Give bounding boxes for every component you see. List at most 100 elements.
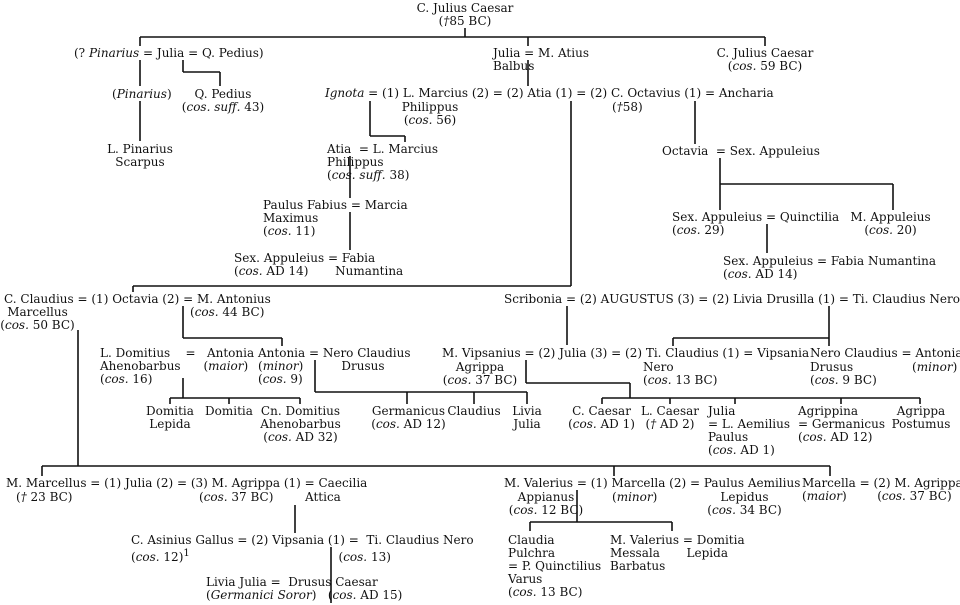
- domitius-antonia-maior-line: (cos. 16): [100, 372, 153, 386]
- caesar-head-line: C. Julius Caesar: [416, 1, 514, 15]
- atia-philippus-line: Atia = L. Marcius: [327, 142, 438, 156]
- drusus-antonia-line: Nero Claudius = Antonia: [810, 346, 960, 360]
- julia-atius-line: Balbus: [493, 59, 535, 73]
- atia-philippus-line: Philippus: [327, 155, 384, 169]
- marcella-maior-agrippa-node: Marcella = (2) M. Agrippa(maior) (cos. 3…: [802, 477, 960, 503]
- agrippa-postumus-line: Postumus: [891, 417, 951, 431]
- julia-atius-line: Julia = M. Atius: [493, 46, 589, 60]
- livia-julia-line: Livia: [512, 404, 542, 418]
- paulus-marcia-line: Maximus: [263, 211, 319, 225]
- agrippa-cos37-mid-line: (cos. 37 BC): [199, 490, 274, 504]
- germanicus-line: Germanicus: [371, 404, 446, 418]
- marcella-maior-agrippa-line: (maior) (cos. 37 BC): [802, 489, 952, 503]
- agrippa-lines-node: Agrippa(cos. 37 BC): [440, 361, 520, 387]
- agrippa-julia-tiberius-row-node: M. Vipsanius = (2) Julia (3) = (2) Ti. C…: [442, 347, 809, 360]
- messala-domitia-line: M. Valerius = Domitia: [610, 533, 745, 547]
- scribonia-augustus-livia-nero-line: Scribonia = (2) AUGUSTUS (3) = (2) Livia…: [504, 292, 960, 306]
- messala-domitia-line: Messala Lepida: [610, 546, 728, 560]
- sex-appuleius-fabia-left-line: Sex. Appuleius = Fabia: [234, 251, 376, 265]
- marcella-minor-line: (minor): [612, 490, 658, 504]
- octavius-death-line: (†58): [612, 100, 643, 114]
- claudia-pulchra-line: Pulchra: [508, 546, 555, 560]
- sex-appuleius-quinctilia-line: (cos. 29): [672, 223, 725, 237]
- agrippina-germanicus-node: Agrippina= Germanicus(cos. AD 12): [798, 405, 885, 444]
- domitius-antonia-maior-line: L. Domitius = Antonia: [100, 346, 255, 360]
- pinarius-paren-line: (Pinarius): [112, 87, 172, 101]
- claudius-node: Claudius: [444, 405, 504, 418]
- claudia-pulchra-line: (cos. 13 BC): [508, 585, 583, 599]
- octavius-death-node: (†58): [612, 101, 643, 114]
- caecilia-attica-line: Attica: [305, 490, 341, 504]
- sex-appuleius-fabia-left-line: (cos. AD 14) Numantina: [234, 264, 404, 278]
- paulus-lines-line: (cos. 34 BC): [707, 503, 782, 517]
- livia-julia-drusus-line: Livia Julia = Drusus Caesar: [206, 575, 378, 589]
- sex-appuleius-fabia-right-line: Sex. Appuleius = Fabia Numantina: [723, 254, 937, 268]
- m-appuleius-line: M. Appuleius: [850, 210, 931, 224]
- cn-domitius-line: Cn. Domitius: [260, 404, 341, 418]
- agrippa-lines-line: (cos. 37 BC): [442, 373, 518, 387]
- caesar-head-node: C. Julius Caesar(†85 BC): [405, 2, 525, 28]
- marcellus-octavia-antonius-line: C. Claudius = (1) Octavia (2) = M. Anton…: [4, 292, 271, 306]
- valerius-lines-line: Appianus: [517, 490, 575, 504]
- scribonia-augustus-row-node: Scribonia = (2) AUGUSTUS (3) = (2) Livia…: [504, 293, 960, 306]
- domitia-lepida-line: Domitia: [146, 404, 194, 418]
- sex-appuleius-quinctilia-line: Sex. Appuleius = Quinctilia: [672, 210, 840, 224]
- marcellus-cos50-line: Marcellus: [7, 305, 68, 319]
- pinarius-julia-pedius-line: (? Pinarius = Julia = Q. Pedius): [74, 46, 264, 60]
- agrippa-cos37-mid-node: (cos. 37 BC): [199, 491, 273, 504]
- l-pinarius-line: Scarpus: [115, 155, 165, 169]
- antonia-minor-drusus-line: (minor) Drusus: [258, 359, 385, 373]
- marcella-maior-agrippa-line: Marcella = (2) M. Agrippa: [802, 476, 960, 490]
- agrippina-germanicus-line: (cos. AD 12): [798, 430, 873, 444]
- valerius-marcella-paulus-node: M. Valerius = (1) Marcella (2) = Paulus …: [504, 477, 800, 490]
- marcellus-julia-agrippa-caecilia-line: M. Marcellus = (1) Julia (2) = (3) M. Ag…: [6, 476, 368, 490]
- germanicus-line: (cos. AD 12): [371, 417, 446, 431]
- paulus-marcia-line: Paulus Fabius = Marcia: [263, 198, 408, 212]
- julia-paulus-line: = L. Aemilius: [708, 417, 791, 431]
- domitia-node: Domitia: [204, 405, 254, 418]
- marcellus-cos50-line: (cos. 50 BC): [0, 318, 75, 332]
- q-pedius-line: (cos. suff. 43): [181, 100, 265, 114]
- antonia-minor-right-line: (minor): [912, 360, 958, 374]
- ignota-philippus-atia-octavius-ancharia-line: Ignota = (1) L. Marcius (2) = (2) Atia (…: [325, 86, 774, 100]
- m-appuleius-node: M. Appuleius(cos. 20): [848, 211, 933, 237]
- paulus-lines-node: Lepidus(cos. 34 BC): [702, 491, 787, 517]
- claudius-line: Claudius: [447, 404, 501, 418]
- gallus-vipsania-nero-node: C. Asinius Gallus = (2) Vipsania (1) = T…: [131, 534, 474, 564]
- livia-julia-drusus-node: Livia Julia = Drusus Caesar(Germanici So…: [206, 576, 402, 602]
- tiberius-lines-node: Nero(cos. 13 BC): [643, 361, 717, 387]
- drusus-antonia-node: Nero Claudius = Antonia: [810, 347, 960, 360]
- l-caesar-line: († AD 2): [645, 417, 695, 431]
- caecilia-attica-node: Attica: [305, 491, 341, 504]
- messala-domitia-line: Barbatus: [610, 559, 666, 573]
- drusus-lines-line: Drusus: [810, 360, 854, 374]
- q-pedius-line: Q. Pedius: [194, 87, 252, 101]
- marcella-minor-node: (minor): [612, 491, 657, 504]
- julia-paulus-line: Paulus: [708, 430, 749, 444]
- domitia-lepida-line: Lepida: [149, 417, 191, 431]
- agrippa-julia-tiberius-vipsania-line: M. Vipsanius = (2) Julia (3) = (2) Ti. C…: [442, 346, 810, 360]
- drusus-lines-line: (cos. 9 BC): [810, 373, 877, 387]
- antonia-minor-drusus-line: (cos. 9): [258, 372, 303, 386]
- drusus-lines-node: Drusus(cos. 9 BC): [810, 361, 877, 387]
- marriage-row-node: Ignota = (1) L. Marcius (2) = (2) Atia (…: [325, 87, 774, 100]
- caesar-cos59-node: C. Julius Caesar(cos. 59 BC): [705, 47, 825, 73]
- marcellus-cos50-node: Marcellus(cos. 50 BC): [0, 306, 75, 332]
- marcellus-julia-agrippa-row-node: M. Marcellus = (1) Julia (2) = (3) M. Ag…: [6, 477, 367, 490]
- tiberius-lines-line: (cos. 13 BC): [643, 373, 718, 387]
- valerius-lines-node: Appianus(cos. 12 BC): [506, 491, 586, 517]
- philippus-cos56-line: (cos. 56): [403, 113, 457, 127]
- c-caesar-line: C. Caesar: [572, 404, 631, 418]
- pinarius-julia-pedius-node: (? Pinarius = Julia = Q. Pedius): [74, 47, 264, 60]
- livia-julia-line: Julia: [513, 417, 541, 431]
- caesar-head-line: (†85 BC): [438, 14, 492, 28]
- claudia-pulchra-line: Varus: [508, 572, 543, 586]
